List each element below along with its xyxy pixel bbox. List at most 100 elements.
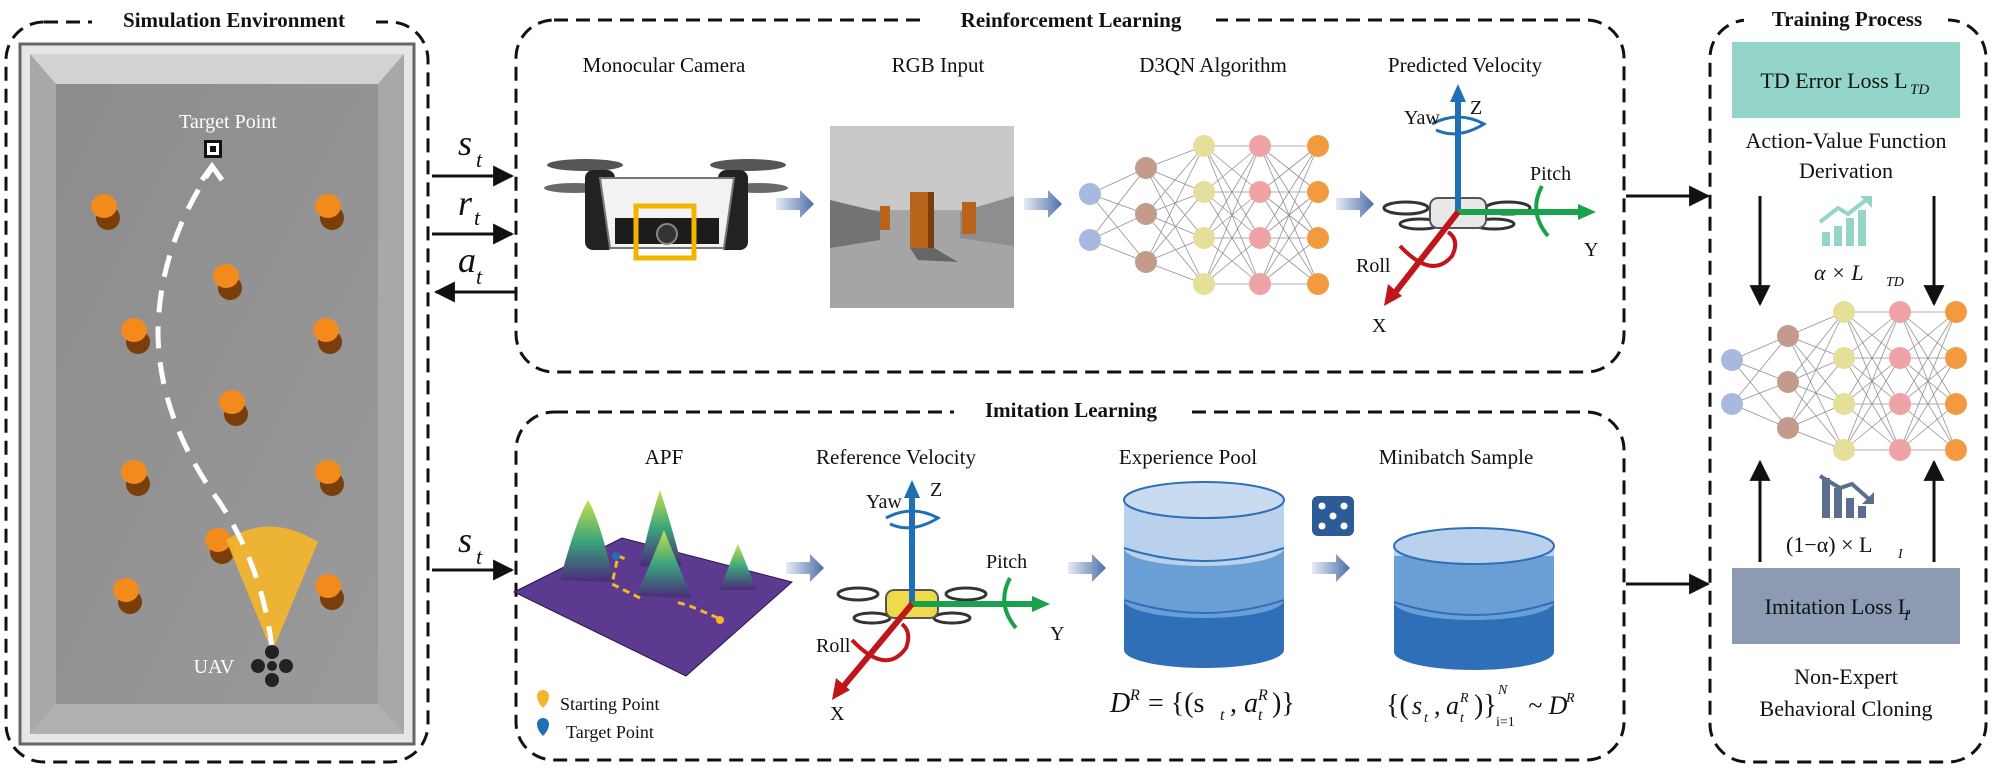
training-network bbox=[1721, 301, 1967, 461]
il-refvel-label: Reference Velocity bbox=[816, 445, 976, 469]
pitch-rotation bbox=[1534, 185, 1550, 238]
experience-pool-formula: D R = {(s t , a R t )} bbox=[1109, 687, 1295, 724]
mb-formula-a-sup: R bbox=[1459, 691, 1469, 706]
rl-rgb-label: RGB Input bbox=[892, 53, 985, 77]
il-x-label: X bbox=[830, 703, 845, 725]
yaw-rotation bbox=[1431, 115, 1488, 136]
tello-drone-icon bbox=[544, 159, 788, 261]
target-marker-icon bbox=[204, 140, 222, 158]
il-state-signal-sub: t bbox=[476, 544, 483, 569]
mb-formula-N: N bbox=[1497, 683, 1508, 698]
camera-highlight-box bbox=[633, 203, 697, 261]
rl-camera-label: Monocular Camera bbox=[583, 53, 746, 77]
obstacle bbox=[219, 390, 248, 426]
pool-formula-a: a bbox=[1244, 688, 1258, 719]
il-minibatch-label: Minibatch Sample bbox=[1379, 445, 1534, 469]
one-minus-alpha-label: (1−α) × L bbox=[1786, 532, 1872, 557]
path-arrowhead bbox=[199, 161, 225, 182]
svg-text:{(: {( bbox=[1386, 690, 1409, 721]
flow-arrow bbox=[1336, 190, 1374, 218]
minibatch-cylinder bbox=[1393, 527, 1555, 670]
flow-arrow bbox=[1312, 554, 1350, 582]
legend-start-label: Starting Point bbox=[560, 694, 660, 714]
training-title: Training Process bbox=[1772, 7, 1922, 31]
td-loss-label: TD Error Loss L bbox=[1760, 68, 1907, 93]
il-pool-label: Experience Pool bbox=[1119, 445, 1257, 469]
mb-formula-tail: ~ D bbox=[1528, 691, 1568, 720]
obstacle bbox=[213, 264, 242, 300]
minibatch-formula: {( s t , a R t )} N i=1 ~ D R bbox=[1386, 683, 1575, 730]
mb-formula-a: a bbox=[1446, 691, 1459, 720]
il-roll-label: Roll bbox=[816, 635, 851, 657]
imitation-loss-box bbox=[1732, 568, 1960, 644]
apf-potential-field bbox=[512, 490, 794, 677]
svg-text:)}: )} bbox=[1474, 690, 1497, 721]
td-loss-sub: TD bbox=[1910, 82, 1929, 98]
rl-d3qn-label: D3QN Algorithm bbox=[1139, 53, 1287, 77]
reward-signal-label: r bbox=[458, 183, 473, 223]
il-apf-label: APF bbox=[645, 445, 684, 469]
obstacle bbox=[113, 578, 142, 614]
start-pin-icon bbox=[537, 690, 549, 708]
mb-formula-s: s bbox=[1412, 691, 1422, 720]
pool-formula-a-sub: t bbox=[1258, 707, 1263, 724]
simulation-panel: Simulation Environment bbox=[4, 6, 430, 764]
imitation-loss-sub: I bbox=[1903, 608, 1910, 624]
experience-pool-cylinder bbox=[1123, 481, 1285, 668]
signal-arrows bbox=[432, 165, 516, 581]
target-point-label: Target Point bbox=[179, 111, 277, 133]
d3qn-network bbox=[1079, 135, 1329, 295]
rl-panel bbox=[514, 6, 1626, 374]
nebc-line1: Non-Expert bbox=[1794, 664, 1898, 689]
nebc-line2: Behavioral Cloning bbox=[1760, 696, 1933, 721]
rl-y-label: Y bbox=[1584, 239, 1598, 261]
il-pitch-label: Pitch bbox=[986, 551, 1027, 573]
state-signal-label: s bbox=[458, 123, 472, 163]
alpha-td-sub: TD bbox=[1886, 275, 1904, 290]
dice-icon bbox=[1312, 496, 1354, 536]
pool-formula-eq: = {(s bbox=[1148, 688, 1204, 719]
falling-chart-icon bbox=[1818, 474, 1874, 518]
obstacle bbox=[315, 574, 344, 610]
roll-rotation bbox=[1398, 230, 1458, 268]
obstacle bbox=[315, 194, 344, 230]
mb-formula-i: i=1 bbox=[1496, 715, 1515, 730]
avf-line1: Action-Value Function bbox=[1745, 128, 1946, 153]
obstacle bbox=[121, 460, 150, 496]
pool-formula-sub: t bbox=[1220, 707, 1225, 724]
predicted-velocity-frame bbox=[1382, 84, 1596, 306]
state-signal-sub: t bbox=[476, 147, 483, 172]
il-state-signal-label: s bbox=[458, 520, 472, 560]
rgb-input-image bbox=[830, 126, 1014, 308]
training-flow-arrows bbox=[1749, 196, 1945, 562]
mb-formula-tail-sup: R bbox=[1565, 691, 1575, 706]
td-error-loss-box bbox=[1732, 42, 1960, 118]
il-y-label: Y bbox=[1050, 623, 1064, 645]
action-signal-sub: t bbox=[476, 264, 483, 289]
obstacle bbox=[205, 528, 234, 564]
flow-arrow bbox=[786, 554, 824, 582]
il-z-label: Z bbox=[930, 479, 942, 501]
il-yaw-label: Yaw bbox=[866, 491, 902, 513]
rl-z-label: Z bbox=[1470, 97, 1482, 119]
one-minus-alpha-sub: I bbox=[1897, 547, 1904, 562]
rising-chart-icon bbox=[1818, 196, 1872, 246]
il-panel bbox=[514, 396, 1626, 762]
reference-velocity-frame bbox=[832, 480, 1050, 700]
flow-arrow bbox=[1068, 554, 1106, 582]
imitation-loss-label: Imitation Loss L bbox=[1765, 594, 1912, 619]
svg-text:,: , bbox=[1230, 688, 1237, 719]
alpha-td-label: α × L bbox=[1814, 260, 1864, 285]
flow-arrow bbox=[776, 190, 814, 218]
pool-formula-lhs: D bbox=[1109, 688, 1130, 719]
rl-pitch-label: Pitch bbox=[1530, 163, 1571, 185]
rl-yaw-label: Yaw bbox=[1404, 107, 1440, 129]
action-signal-label: a bbox=[458, 240, 476, 280]
x-axis bbox=[1391, 210, 1461, 296]
pool-formula-a-sup: R bbox=[1257, 687, 1268, 704]
obstacle bbox=[313, 318, 342, 354]
flow-arrow bbox=[1024, 190, 1062, 218]
obstacle bbox=[121, 318, 150, 354]
training-panel bbox=[1708, 6, 1988, 764]
simulation-title: Simulation Environment bbox=[123, 8, 345, 32]
